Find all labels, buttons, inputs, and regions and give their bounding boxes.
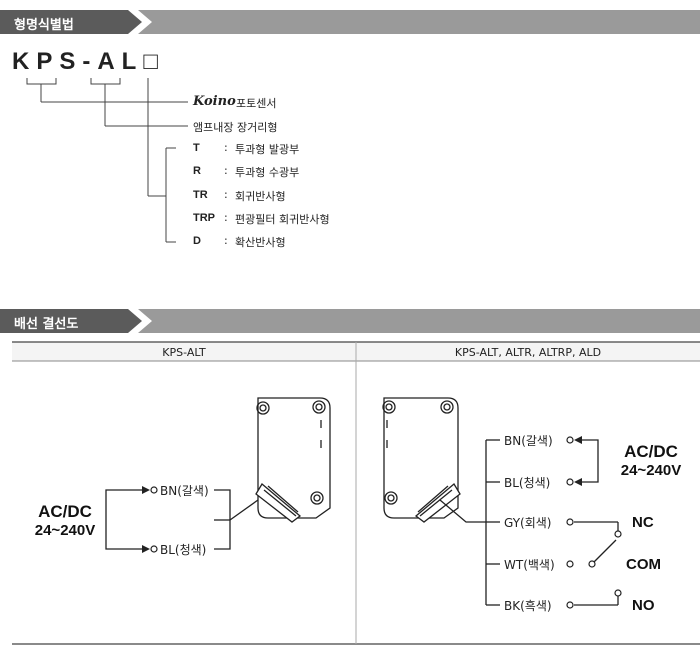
supply-line1: AC/DC (624, 442, 678, 461)
option-code: TR (193, 189, 208, 201)
section-header-identification: 형명식별법 (0, 10, 700, 36)
supply-line2: 24~240V (34, 522, 96, 539)
contact-nc-label: NC (632, 514, 654, 531)
option-code: TRP (193, 212, 215, 224)
option-code: T (193, 142, 200, 154)
wire-label: BL(청색) (160, 543, 207, 557)
contact-com-label: COM (626, 556, 661, 573)
option-colon: : (224, 141, 228, 154)
sensor-body-left (255, 397, 331, 523)
option-colon: : (224, 211, 228, 224)
section-header-bar (0, 309, 700, 333)
option-code: D (193, 235, 201, 247)
wire-label: BN(갈색) (160, 484, 209, 498)
left-supply-voltage: AC/DC 24~240V (20, 502, 110, 539)
option-desc: 투과형 수광부 (235, 166, 300, 179)
table-header-left: KPS-ALT (162, 346, 206, 359)
section-title: 형명식별법 (14, 18, 74, 33)
wire-label: WT(백색) (504, 558, 555, 572)
option-desc: 투과형 발광부 (235, 143, 300, 156)
section-header-wiring: 배선 결선도 (0, 309, 700, 335)
brand-suffix: 포토센서 (236, 97, 277, 110)
option-desc: 확산반사형 (235, 236, 286, 249)
option-colon: : (224, 234, 228, 247)
table-header-right: KPS-ALT, ALTR, ALTRP, ALD (454, 346, 602, 359)
wire-label: GY(회색) (504, 516, 552, 530)
section-header-bar (0, 10, 700, 34)
identification-bracket-lines (26, 78, 188, 243)
option-code: R (193, 165, 201, 177)
supply-line2: 24~240V (620, 462, 682, 479)
option-colon: : (224, 188, 228, 201)
contact-no-label: NO (632, 597, 655, 614)
brand-logo: Koino (193, 94, 236, 109)
option-desc: 편광필터 회귀반사형 (235, 213, 330, 226)
wire-label: BN(갈색) (504, 434, 553, 448)
section-title: 배선 결선도 (14, 317, 79, 332)
amp-label: 앰프내장 장거리형 (193, 121, 278, 134)
wire-label: BK(흑색) (504, 599, 552, 613)
sensor-body-right (382, 397, 461, 523)
wire-label: BL(청색) (504, 476, 551, 490)
option-desc: 회귀반사형 (235, 190, 286, 203)
right-supply-voltage: AC/DC 24~240V (606, 442, 696, 479)
left-wiring-diagram (105, 397, 331, 553)
model-code: KPS-AL□ (12, 48, 165, 75)
supply-line1: AC/DC (38, 502, 92, 521)
option-colon: : (224, 164, 228, 177)
